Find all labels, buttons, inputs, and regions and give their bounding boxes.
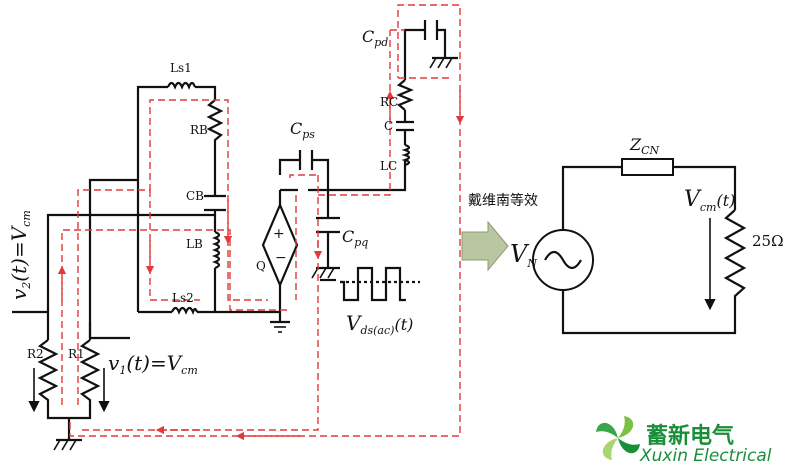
ground-icon-cpd: [429, 56, 458, 69]
label-v2: v2(t)=Vcm: [7, 210, 33, 300]
label-v1: v1(t)=Vcm: [108, 351, 198, 377]
equivalent-circuit: [532, 158, 747, 335]
label-vn: VN: [510, 240, 537, 270]
svg-text:VN: VN: [510, 240, 537, 270]
capacitor-cps: [298, 150, 314, 170]
svg-text:Cpq: Cpq: [342, 227, 368, 249]
capacitor-cpq: [316, 216, 340, 234]
brand-name-en: Xuxin Electrical: [639, 446, 772, 466]
label-r1: R1: [68, 347, 85, 361]
square-wave-icon: [320, 266, 420, 302]
dependent-current-source-icon: + −: [261, 202, 299, 288]
svg-text:ZCN: ZCN: [629, 135, 660, 157]
svg-text:Cps: Cps: [290, 119, 315, 141]
svg-text:−: −: [275, 250, 287, 266]
svg-text:Vcm(t): Vcm(t): [684, 187, 735, 214]
label-cpd: Cpd: [362, 27, 388, 49]
inductor-lb: [211, 230, 221, 270]
resistor-r1: [79, 339, 101, 405]
label-rb: RB: [190, 123, 208, 137]
svg-text:Cpd: Cpd: [362, 27, 388, 49]
impedance-zcn: [621, 158, 674, 176]
inductor-ls1: [166, 81, 197, 90]
label-zcn: ZCN: [629, 135, 660, 157]
ground-icon-cpq: [311, 266, 340, 279]
label-ls1: Ls1: [170, 61, 192, 75]
label-cb: CB: [186, 189, 204, 203]
ground-icon: [270, 320, 290, 333]
inductor-lc: [401, 143, 411, 167]
svg-text:Vds(ac)(t): Vds(ac)(t): [346, 311, 413, 337]
pinwheel-logo-icon: [596, 416, 640, 460]
ground-icon-resistors: [53, 438, 82, 451]
inductor-ls2: [170, 306, 199, 316]
label-lc: LC: [380, 159, 397, 173]
label-rc: RC: [380, 95, 398, 109]
resistor-r2: [37, 339, 59, 405]
resistor-25ohm: [723, 209, 747, 300]
label-q: Q: [256, 259, 266, 273]
label-c: C: [384, 119, 393, 133]
label-r2: R2: [27, 347, 44, 361]
svg-text:v2(t)=Vcm: v2(t)=Vcm: [7, 210, 33, 300]
svg-text:+: +: [273, 226, 285, 242]
capacitor-c: [396, 120, 414, 132]
label-lb: LB: [186, 237, 203, 251]
capacitor-cb: [204, 194, 226, 212]
left-circuit-wiring: [12, 28, 447, 440]
current-loops: [57, 4, 465, 441]
label-vds: Vds(ac)(t): [346, 311, 413, 337]
label-25-ohm: 25Ω: [752, 232, 784, 250]
resistor-rc: [396, 79, 414, 111]
label-ls2: Ls2: [172, 291, 194, 305]
label-vcm: Vcm(t): [684, 187, 735, 214]
resistor-rb: [206, 99, 224, 145]
svg-text:v1(t)=Vcm: v1(t)=Vcm: [108, 351, 198, 377]
label-cpq: Cpq: [342, 227, 368, 249]
capacitor-cpd: [423, 20, 439, 40]
block-arrow-icon: [461, 220, 509, 272]
brand-name-cn: 蓄新电气: [646, 423, 734, 449]
label-thevenin: 戴维南等效: [468, 192, 538, 209]
label-cps: Cps: [290, 119, 315, 141]
